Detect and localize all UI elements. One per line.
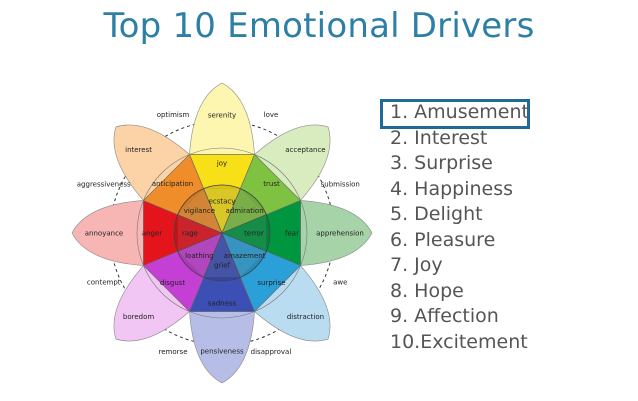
petal-label: apprehension (316, 230, 364, 238)
dyad-label: disapproval (251, 348, 292, 356)
dyad-label: love (264, 111, 279, 119)
petal-label: trust (263, 180, 280, 188)
petal-outer (189, 82, 255, 155)
petal-label: admiration (226, 207, 264, 215)
petal-label: boredom (123, 313, 154, 321)
petal-outer (300, 200, 373, 266)
petal-outer (113, 124, 190, 201)
driver-item: 9. Affection (390, 305, 499, 327)
driver-item: 1. Amusement (390, 101, 529, 123)
petal-outer (71, 200, 144, 266)
dyad-label: submission (321, 181, 360, 189)
inner-ring (173, 184, 271, 282)
driver-item: 2. Interest (390, 126, 488, 149)
petal-label: anger (142, 230, 162, 238)
drivers-list: 1. Amusement 2. Interest 3. Surprise 4. Hap… (384, 100, 529, 355)
dyad-label: aggressiveness (77, 181, 131, 189)
petal-label: joy (216, 160, 227, 168)
petal-label: surprise (257, 279, 285, 287)
petal-label: pensiveness (200, 348, 244, 356)
driver-item: 4. Happiness (390, 177, 514, 200)
petal-label: ecstacy (209, 198, 236, 206)
middle-ring (136, 147, 308, 319)
petal-label: anticipation (152, 180, 193, 188)
petal-label: sadness (208, 300, 237, 308)
dyad-label: remorse (159, 348, 188, 356)
petal-label: acceptance (285, 146, 325, 154)
petal-label: loathing (185, 252, 214, 260)
petal-label: interest (125, 146, 152, 154)
petal-outer (113, 265, 190, 342)
driver-item: 5. Delight (390, 203, 483, 225)
petal-label: serenity (208, 112, 236, 120)
petal-outer (254, 124, 331, 201)
dyad-label: optimism (157, 111, 190, 119)
petal-label: fear (285, 230, 299, 238)
petal-label: amazement (224, 252, 266, 260)
petal-label: distraction (287, 313, 324, 321)
dyad-label: contempt (87, 278, 121, 286)
dyad-label: awe (333, 278, 347, 286)
page-title: Top 10 Emotional Drivers (103, 6, 535, 46)
driver-item: 10.Excitement (390, 330, 528, 353)
petal-label: disgust (160, 279, 186, 287)
petal-label: grief (214, 262, 231, 270)
petal-outer (189, 311, 255, 384)
driver-item: 3. Surprise (390, 152, 493, 174)
petal-label: rage (182, 230, 198, 238)
petal-outer (254, 265, 331, 342)
highlight-box (380, 99, 530, 129)
petal-label: terror (244, 230, 264, 238)
petal-label: annoyance (85, 230, 123, 238)
driver-item: 7. Joy (390, 254, 443, 276)
driver-item: 8. Hope (390, 279, 464, 302)
petal-label: vigilance (184, 207, 215, 215)
driver-item: 6. Pleasure (390, 228, 496, 251)
